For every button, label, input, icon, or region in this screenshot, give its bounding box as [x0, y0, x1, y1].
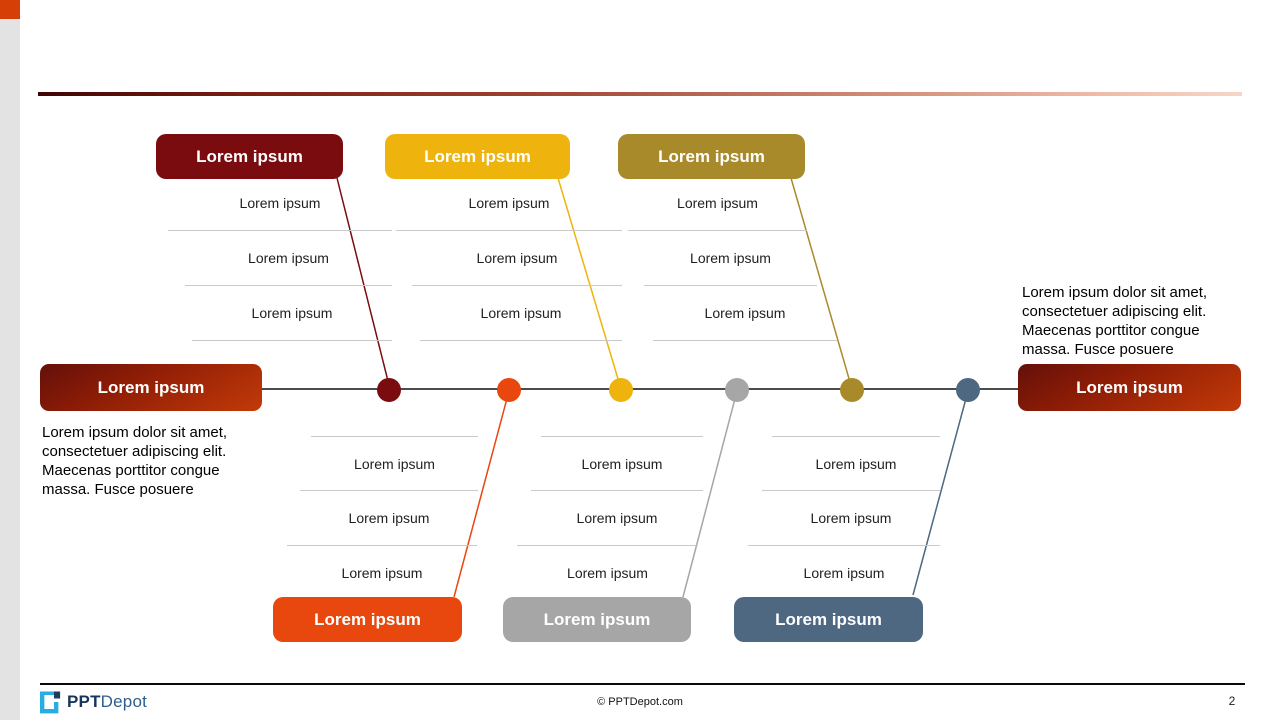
pptdepot-logo-text: PPTDepot — [67, 692, 148, 711]
left-node-box: Lorem ipsum — [40, 364, 262, 411]
spine-dot-4 — [725, 378, 749, 402]
top-branch-2-item: Lorem ipsum — [412, 231, 622, 286]
left-node-description: Lorem ipsum dolor sit amet, consectetuer… — [42, 424, 228, 498]
spine-dot-6 — [956, 378, 980, 402]
top-branch-2-item: Lorem ipsum — [420, 286, 622, 341]
top-branch-3-item: Lorem ipsum — [644, 231, 817, 286]
top-branch-1-item: Lorem ipsum — [192, 286, 392, 341]
footer-copyright: © PPTDepot.com — [597, 696, 683, 708]
top-branch-1-box: Lorem ipsum — [156, 134, 343, 179]
bottom-branch-3-box: Lorem ipsum — [734, 597, 923, 642]
pptdepot-logo: PPTDepot — [40, 690, 147, 714]
bottom-branch-3-item: Lorem ipsum — [748, 545, 940, 600]
left-edge-bar — [0, 19, 20, 720]
spine-dot-1 — [377, 378, 401, 402]
bottom-branch-1-box: Lorem ipsum — [273, 597, 462, 642]
bottom-branch-2-item: Lorem ipsum — [517, 545, 698, 600]
spine-dot-2 — [497, 378, 521, 402]
bottom-branch-1-item: Lorem ipsum — [300, 490, 478, 545]
top-branch-3-item: Lorem ipsum — [653, 286, 837, 341]
right-node-box: Lorem ipsum — [1018, 364, 1241, 411]
corner-accent-square — [0, 0, 20, 19]
bottom-branch-2-item: Lorem ipsum — [531, 490, 703, 545]
pptdepot-logo-icon — [40, 691, 61, 714]
spine-dot-3 — [609, 378, 633, 402]
title-divider-rule — [38, 92, 1242, 96]
right-node-description: Lorem ipsum dolor sit amet, consectetuer… — [1022, 284, 1208, 358]
bottom-branch-1-item: Lorem ipsum — [311, 436, 478, 491]
bottom-branch-3-item: Lorem ipsum — [772, 436, 940, 491]
top-branch-1-item: Lorem ipsum — [185, 231, 392, 286]
top-branch-2-item: Lorem ipsum — [396, 176, 622, 231]
page-number: 2 — [1228, 694, 1236, 708]
top-branch-1-item: Lorem ipsum — [168, 176, 392, 231]
bottom-branch-1-item: Lorem ipsum — [287, 545, 477, 600]
footer-divider-rule — [40, 683, 1245, 685]
bottom-branch-2-box: Lorem ipsum — [503, 597, 691, 642]
top-branch-3-item: Lorem ipsum — [628, 176, 807, 231]
top-branch-2-box: Lorem ipsum — [385, 134, 570, 179]
bottom-branch-3-item: Lorem ipsum — [762, 490, 940, 545]
spine-dot-5 — [840, 378, 864, 402]
bottom-branch-2-item: Lorem ipsum — [541, 436, 703, 491]
top-branch-3-box: Lorem ipsum — [618, 134, 805, 179]
